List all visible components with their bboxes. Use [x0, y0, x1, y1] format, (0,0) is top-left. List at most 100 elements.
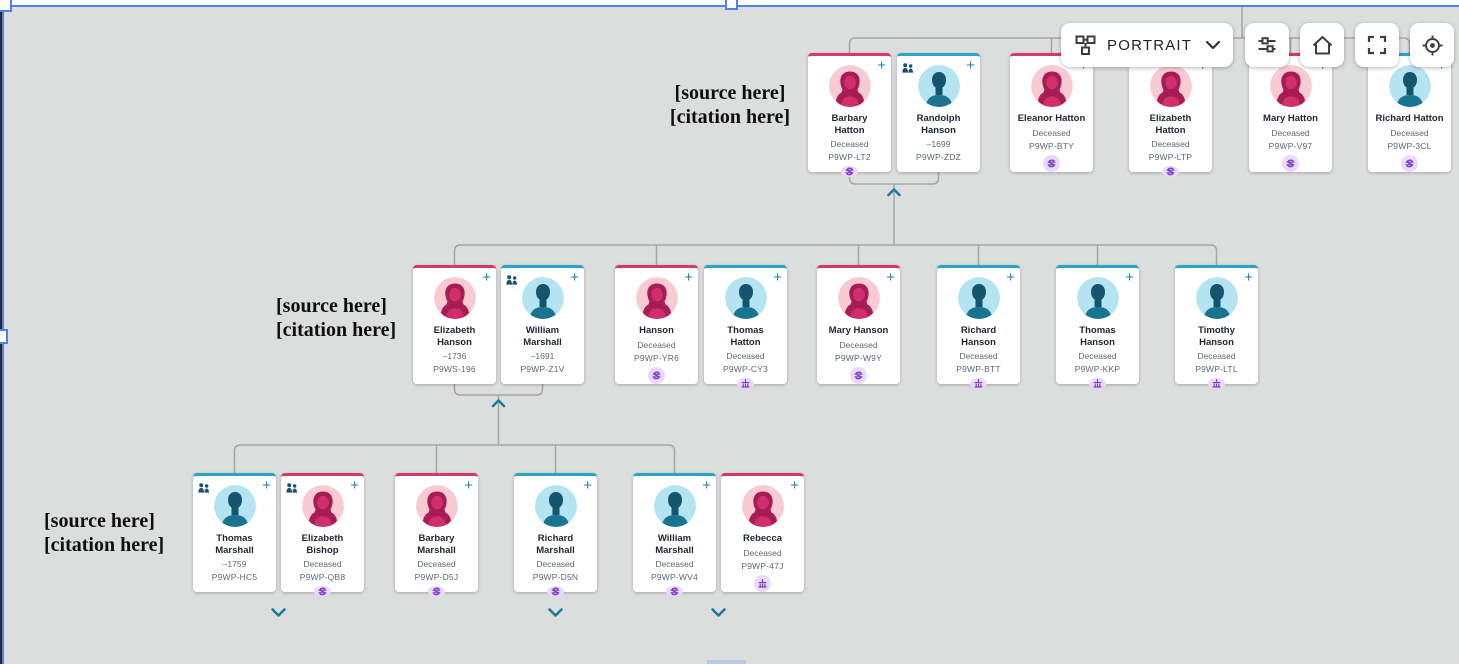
- person-card[interactable]: + Thomas Marshall –1759 P9WP-HC5: [193, 473, 276, 592]
- person-name: Rebecca: [742, 533, 783, 544]
- person-card[interactable]: + Thomas Hanson Deceased P9WP-KKP: [1056, 265, 1139, 389]
- add-person-button[interactable]: +: [1006, 269, 1015, 286]
- avatar: [1149, 65, 1192, 107]
- temple-badge[interactable]: [648, 366, 665, 384]
- person-name: William Marshall: [523, 325, 562, 348]
- person-id: P9WS-196: [433, 364, 476, 374]
- person-name: Barbary Marshall: [417, 533, 456, 556]
- person-name: Elizabeth Hanson: [433, 325, 476, 348]
- add-person-button[interactable]: +: [1125, 269, 1134, 286]
- add-person-button[interactable]: +: [773, 269, 782, 286]
- selection-handle-top-left[interactable]: [0, 0, 12, 12]
- person-vitals: Deceased: [743, 547, 782, 558]
- person-card[interactable]: + William Marshall Deceased P9WP-WV4: [633, 473, 716, 597]
- person-card[interactable]: + Barbary Marshall Deceased P9WP-D5J: [395, 473, 478, 597]
- avatar: [741, 485, 784, 527]
- recenter-button[interactable]: [1410, 23, 1454, 67]
- add-person-button[interactable]: +: [886, 269, 895, 286]
- person-name: Thomas Hanson: [1079, 325, 1116, 348]
- temple-badge[interactable]: [754, 574, 771, 592]
- add-person-button[interactable]: +: [464, 477, 473, 494]
- recenter-target-icon: [1422, 35, 1442, 55]
- fullscreen-icon: [1367, 35, 1387, 55]
- temple-badge[interactable]: [850, 366, 867, 384]
- person-card[interactable]: + Rebecca Deceased P9WP-47J: [721, 473, 804, 592]
- selection-handle-bottom-center[interactable]: [707, 660, 746, 664]
- temple-badge[interactable]: [841, 166, 858, 177]
- view-mode-dropdown[interactable]: PORTRAIT: [1061, 23, 1233, 67]
- temple-badge[interactable]: [314, 586, 331, 597]
- person-card[interactable]: + Mary Hanson Deceased P9WP-W9Y: [817, 265, 900, 384]
- person-id: P9WP-Z1V: [520, 364, 565, 374]
- add-person-button[interactable]: +: [570, 269, 579, 286]
- temple-badge[interactable]: [970, 378, 987, 389]
- person-id: P9WP-LT2: [828, 152, 871, 162]
- person-id: P9WP-HC5: [211, 572, 258, 582]
- selection-handle-top-center[interactable]: [725, 0, 738, 10]
- person-card[interactable]: + Elizabeth Hatton Deceased P9WP-LTP: [1129, 53, 1212, 177]
- person-card[interactable]: + William Marshall –1691 P9WP-Z1V: [501, 265, 584, 384]
- couple-indicator-icon: [286, 481, 298, 499]
- person-card[interactable]: + Richard Hatton Deceased P9WP-3CL: [1368, 53, 1451, 172]
- person-name: Elizabeth Bishop: [301, 533, 344, 556]
- add-person-button[interactable]: +: [790, 477, 799, 494]
- add-person-button[interactable]: +: [877, 57, 886, 74]
- chevron-up-icon: [887, 188, 901, 197]
- person-card[interactable]: + Richard Hanson Deceased P9WP-BTT: [937, 265, 1020, 389]
- chevron-up-icon: [491, 399, 506, 408]
- person-vitals: –1736: [442, 351, 467, 361]
- person-card[interactable]: + Timothy Hanson Deceased P9WP-LTL: [1175, 265, 1258, 389]
- person-name: Mary Hatton: [1263, 113, 1318, 124]
- selection-handle-left-center[interactable]: [0, 329, 8, 344]
- person-id: P9WP-3CL: [1387, 140, 1432, 151]
- temple-badge[interactable]: [1401, 154, 1418, 172]
- avatar: [837, 277, 880, 319]
- person-name: Thomas Marshall: [215, 533, 254, 556]
- person-vitals: Deceased: [1032, 127, 1071, 138]
- add-person-button[interactable]: +: [702, 477, 711, 494]
- temple-badge[interactable]: [428, 586, 445, 597]
- person-name: Mary Hanson: [828, 325, 889, 336]
- add-person-button[interactable]: +: [482, 269, 491, 286]
- temple-badge[interactable]: [1208, 378, 1225, 389]
- temple-badge[interactable]: [1282, 154, 1299, 172]
- avatar: [957, 277, 1000, 319]
- person-card[interactable]: + Mary Hatton Deceased P9WP-V97: [1249, 53, 1332, 172]
- avatar: [917, 65, 960, 107]
- add-person-button[interactable]: +: [350, 477, 359, 494]
- avatar: [213, 485, 256, 527]
- add-person-button[interactable]: +: [262, 477, 271, 494]
- home-button[interactable]: [1300, 23, 1344, 67]
- expand-children-chevron-down-icon: [711, 608, 726, 617]
- fullscreen-button[interactable]: [1355, 23, 1399, 67]
- person-card[interactable]: + Randolph Hanson –1699 P9WP-ZDZ: [897, 53, 980, 172]
- person-card[interactable]: + Elizabeth Hanson –1736 P9WS-196: [413, 265, 496, 384]
- avatar: [521, 277, 564, 319]
- person-card[interactable]: + Thomas Hatton Deceased P9WP-CY3: [704, 265, 787, 389]
- person-card[interactable]: + Hanson Deceased P9WP-YR6: [615, 265, 698, 384]
- person-card[interactable]: + Barbary Hatton Deceased P9WP-LT2: [808, 53, 891, 177]
- person-card[interactable]: + Eleanor Hatton Deceased P9WP-BTY: [1010, 53, 1093, 172]
- temple-badge[interactable]: [1043, 154, 1060, 172]
- temple-badge[interactable]: [1089, 378, 1106, 389]
- avatar: [724, 277, 767, 319]
- person-card[interactable]: + Richard Marshall Deceased P9WP-D5N: [514, 473, 597, 597]
- add-person-button[interactable]: +: [966, 57, 975, 74]
- person-id: P9WP-D5J: [414, 572, 459, 582]
- tree-options-button[interactable]: [1245, 23, 1289, 67]
- temple-badge[interactable]: [737, 378, 754, 389]
- person-name: Barbary Hatton: [831, 113, 868, 136]
- add-person-button[interactable]: +: [1244, 269, 1253, 286]
- person-id: P9WP-KKP: [1074, 364, 1121, 374]
- temple-badge[interactable]: [666, 586, 683, 597]
- temple-badge[interactable]: [1162, 166, 1179, 177]
- person-card[interactable]: + Elizabeth Bishop Deceased P9WP-QB8: [281, 473, 364, 597]
- add-person-button[interactable]: +: [684, 269, 693, 286]
- person-id: P9WP-D5N: [532, 572, 579, 582]
- add-person-button[interactable]: +: [583, 477, 592, 494]
- avatar: [534, 485, 577, 527]
- person-name: Richard Hanson: [960, 325, 997, 348]
- temple-badge[interactable]: [547, 586, 564, 597]
